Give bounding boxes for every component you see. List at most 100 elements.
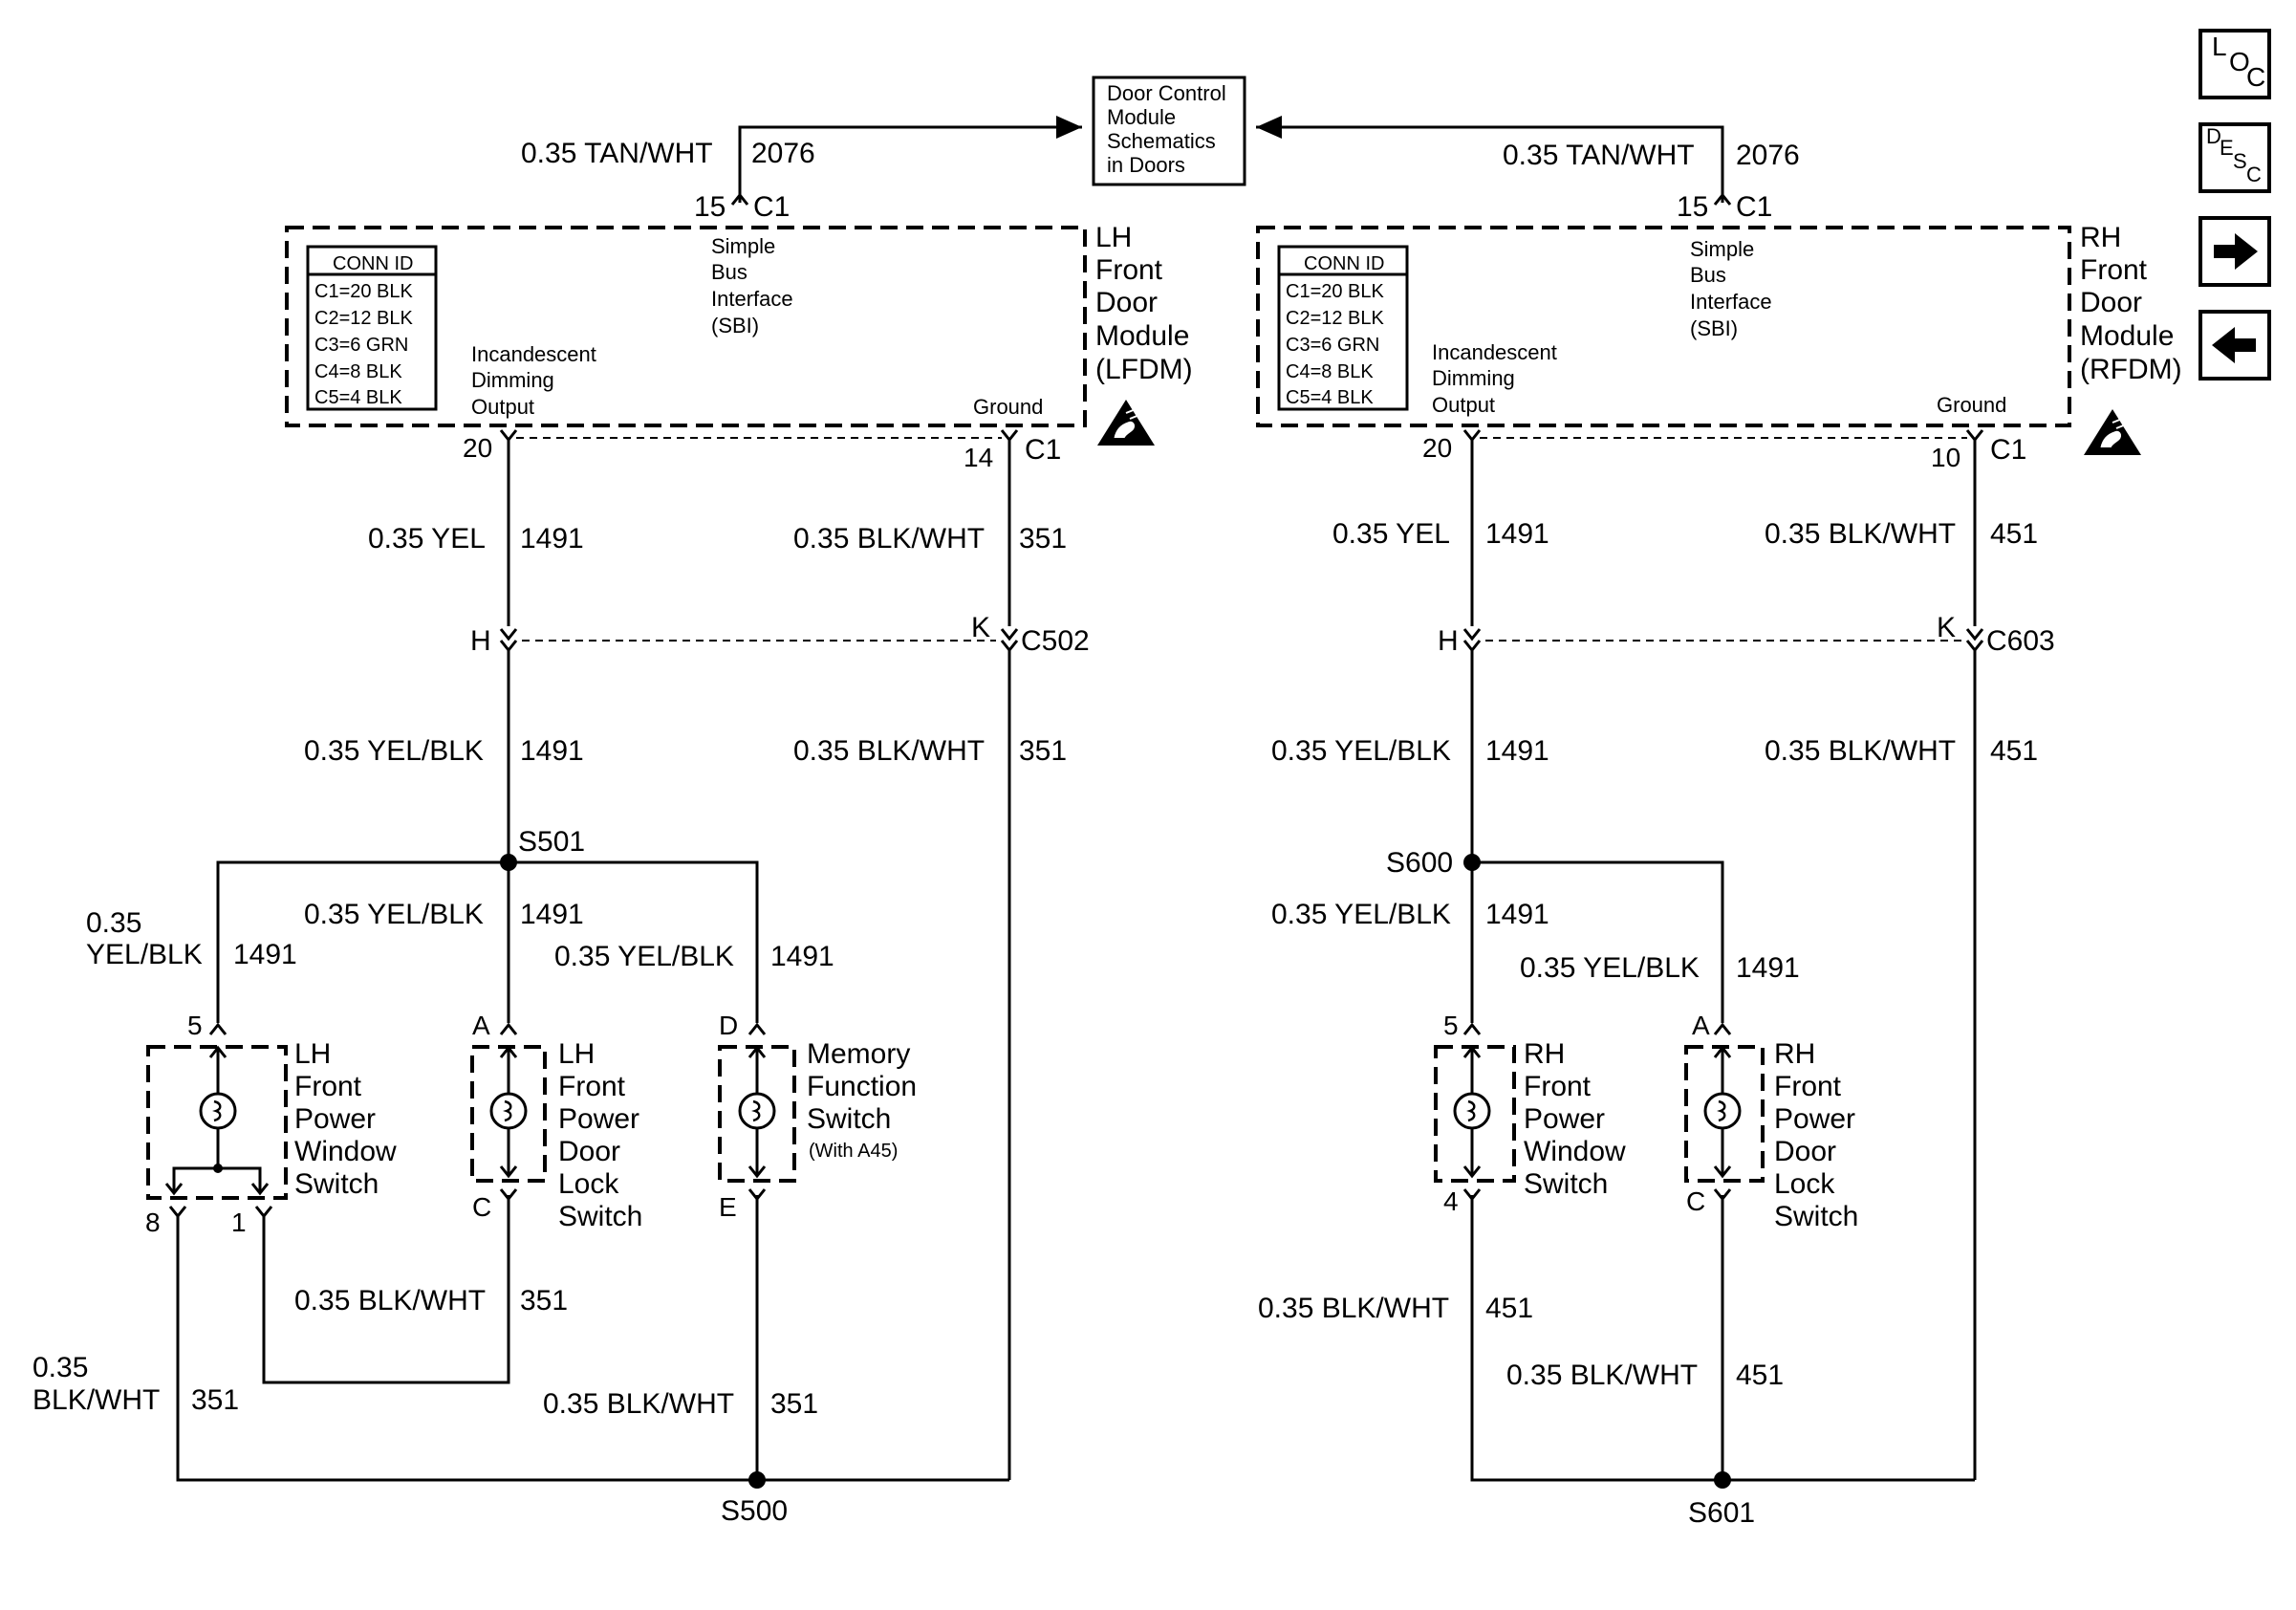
lh-conn-id-row: C5=4 BLK	[314, 387, 402, 408]
lh-yb-circuit: 1491	[520, 735, 584, 767]
rh-bw1-gauge: 0.35 BLK/WHT	[1765, 518, 1956, 550]
rh-dimming-line: Incandescent	[1432, 340, 1557, 364]
lh-conn-k: K	[971, 612, 990, 643]
switch-icon	[1453, 1092, 1491, 1130]
rh-pin-20: 20	[1422, 433, 1452, 463]
lh-module-name: (LFDM)	[1095, 354, 1193, 385]
prev-page-button[interactable]	[2199, 310, 2271, 381]
lh-bw3-circuit: 351	[520, 1285, 568, 1316]
desc-letter-4: C	[2246, 163, 2262, 186]
lh-sw2-pin-in: A	[472, 1011, 490, 1040]
lh-bw4-color: BLK/WHT	[32, 1384, 160, 1416]
lh-conn-id-table: CONN ID C1=20 BLK C2=12 BLK C3=6 GRN C4=…	[306, 245, 438, 411]
lh-conn-id-row: C4=8 BLK	[314, 361, 402, 382]
rh-top-pin: 15	[1677, 191, 1708, 223]
rh-sw1-label: Switch	[1524, 1168, 1608, 1200]
esd-warning-icon	[1096, 399, 1156, 446]
switch-icon	[489, 1092, 528, 1130]
lh-branch1-gauge: 0.35	[86, 907, 141, 939]
rh-pin-gnd-conn: C1	[1990, 434, 2026, 466]
rh-module-name: (RFDM)	[2080, 354, 2182, 385]
lh-branch3-gauge: 0.35 YEL/BLK	[554, 941, 734, 972]
lh-sw2-label: Door	[558, 1136, 620, 1167]
rh-sw2-pin-out: C	[1686, 1186, 1705, 1216]
lh-top-pin: 15	[694, 191, 726, 223]
lh-sw2-label: Switch	[558, 1201, 642, 1232]
rh-sw2-label: Switch	[1774, 1201, 1858, 1232]
lh-sbi-line: Interface	[711, 287, 793, 311]
loc-letter-3: C	[2246, 62, 2265, 92]
lh-module-name: Door	[1095, 287, 1158, 318]
dcm-line-1: Door Control	[1107, 81, 1226, 105]
next-page-button[interactable]	[2199, 216, 2271, 287]
lh-splice-top: S501	[518, 826, 585, 858]
right-circuit: 0.35 TAN/WHT 2076 15 C1 CONN ID C1=20 BL…	[1256, 116, 2182, 1529]
rh-conn-k: K	[1937, 612, 1956, 643]
rh-bw4-gauge: 0.35 BLK/WHT	[1506, 1360, 1698, 1391]
lh-yel-gauge: 0.35 YEL	[368, 523, 486, 555]
lh-ground-label: Ground	[973, 395, 1043, 419]
rh-pin-gnd: 10	[1931, 443, 1960, 472]
rh-yb-gauge: 0.35 YEL/BLK	[1271, 735, 1451, 767]
lh-bw2-gauge: 0.35 BLK/WHT	[793, 735, 985, 767]
nav-buttons: L O C D E S C	[2199, 29, 2271, 381]
lh-sw2-pin-out: C	[472, 1192, 491, 1222]
rh-yb-circuit: 1491	[1485, 735, 1549, 767]
lh-top-conn: C1	[753, 191, 790, 223]
rh-splice-bottom: S601	[1688, 1497, 1755, 1529]
rh-conn-id-row: C4=8 BLK	[1286, 361, 1374, 382]
desc-letter-3: S	[2233, 149, 2247, 173]
loc-letter-1: L	[2212, 32, 2227, 61]
loc-button[interactable]: L O C	[2199, 29, 2271, 99]
lh-yel-circuit: 1491	[520, 523, 584, 555]
rh-bw2-gauge: 0.35 BLK/WHT	[1765, 735, 1956, 767]
rh-bw3-gauge: 0.35 BLK/WHT	[1258, 1293, 1449, 1324]
rh-sbi-line: (SBI)	[1690, 316, 1738, 340]
dcm-line-2: Module	[1107, 105, 1176, 129]
lh-bw1-circuit: 351	[1019, 523, 1067, 555]
lh-window-switch: 5 8 1 LH Front Power Window Switch	[145, 1011, 397, 1237]
lh-yb-gauge: 0.35 YEL/BLK	[304, 735, 484, 767]
rh-yel-gauge: 0.35 YEL	[1332, 518, 1450, 550]
rh-top-conn: C1	[1736, 191, 1772, 223]
lh-top-wire-gauge: 0.35 TAN/WHT	[521, 138, 713, 169]
lh-dimming-line: Dimming	[471, 368, 554, 392]
rh-sw1-label: Window	[1524, 1136, 1626, 1167]
arrow-right-icon	[2214, 233, 2258, 270]
rh-sw1-label: Power	[1524, 1103, 1605, 1135]
lh-module-name: Front	[1095, 254, 1163, 286]
esd-warning-icon	[2083, 408, 2142, 456]
lh-branch1-circuit: 1491	[233, 939, 297, 970]
lh-sw1-pin-out2: 1	[231, 1208, 247, 1237]
memory-function-switch: D E Memory Function Switch (With A45)	[718, 1011, 917, 1222]
rh-dimming-line: Dimming	[1432, 366, 1515, 390]
switch-icon	[199, 1092, 237, 1130]
rh-module-name: RH	[2080, 222, 2121, 253]
lh-dimming-line: Output	[471, 395, 534, 419]
lh-bw5-circuit: 351	[770, 1388, 818, 1420]
lh-conn-h: H	[470, 625, 491, 657]
rh-window-switch: 5 4 RH Front Power Window Switch	[1434, 1011, 1626, 1216]
lh-pin-20: 20	[463, 433, 492, 463]
rh-sbi-line: Interface	[1690, 290, 1772, 314]
rh-sw1-label: RH	[1524, 1038, 1565, 1070]
rh-sw1-label: Front	[1524, 1071, 1592, 1102]
lh-sw3-label: Memory	[807, 1038, 910, 1070]
lh-bw4-gauge: 0.35	[32, 1352, 88, 1383]
rh-sw2-pin-in: A	[1692, 1011, 1710, 1040]
desc-button[interactable]: D E S C	[2199, 122, 2271, 193]
lh-conn-id-row: C3=6 GRN	[314, 335, 408, 356]
rh-sw2-label: RH	[1774, 1038, 1815, 1070]
rh-bw2-circuit: 451	[1990, 735, 2038, 767]
lh-bw3-gauge: 0.35 BLK/WHT	[294, 1285, 486, 1316]
rh-sw2-label: Door	[1774, 1136, 1836, 1167]
rh-top-wire-circuit: 2076	[1736, 140, 1800, 171]
rh-bw4-circuit: 451	[1736, 1360, 1784, 1391]
rh-conn-id-title: CONN ID	[1304, 253, 1384, 274]
lh-conn-id-row: C1=20 BLK	[314, 281, 414, 302]
rh-module-name: Front	[2080, 254, 2148, 286]
rh-dimming-line: Output	[1432, 393, 1495, 417]
lh-sw2-label: LH	[558, 1038, 595, 1070]
lh-sw1-pin-out1: 8	[145, 1208, 161, 1237]
